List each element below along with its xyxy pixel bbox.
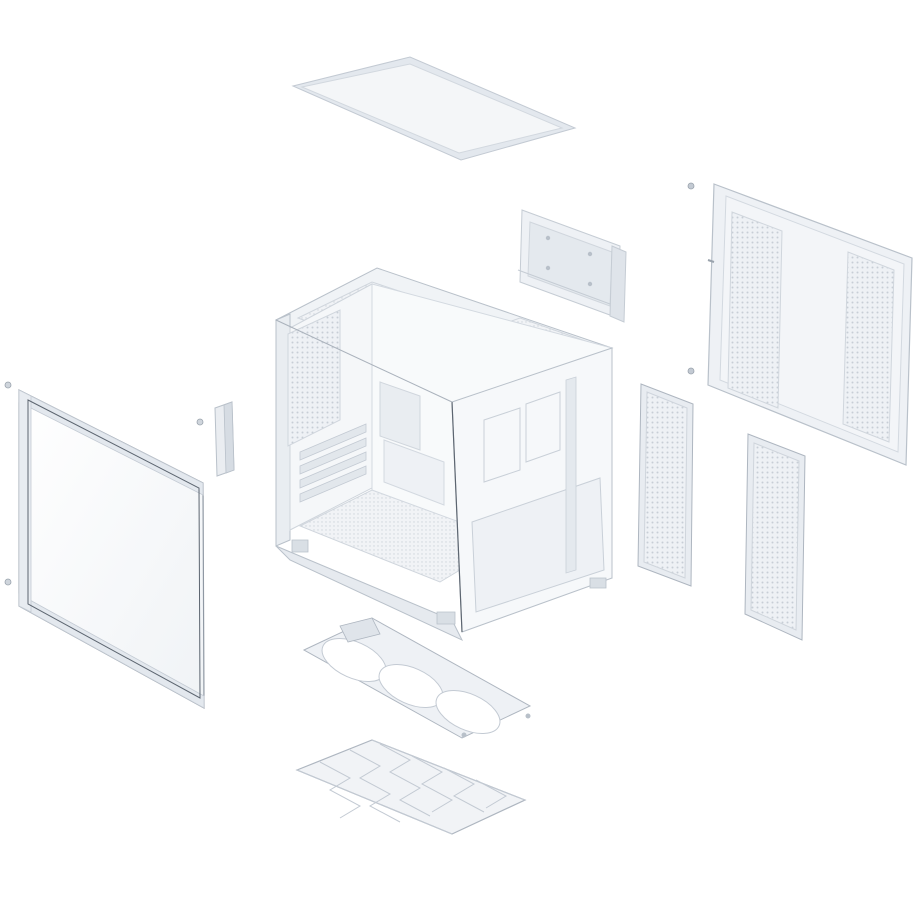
expansion-slots — [300, 424, 366, 502]
right-side-panel — [688, 183, 912, 465]
rear-side-filter — [638, 384, 693, 586]
glass-mount-pillar — [197, 402, 234, 476]
top-dust-filter — [293, 57, 575, 160]
bottom-fan-bracket — [304, 618, 531, 742]
front-side-filter — [745, 434, 805, 640]
chassis-body — [276, 268, 612, 640]
left-glass-panel — [5, 382, 204, 708]
gpu-bracket — [518, 210, 626, 322]
bottom-mesh-filter — [297, 740, 525, 834]
